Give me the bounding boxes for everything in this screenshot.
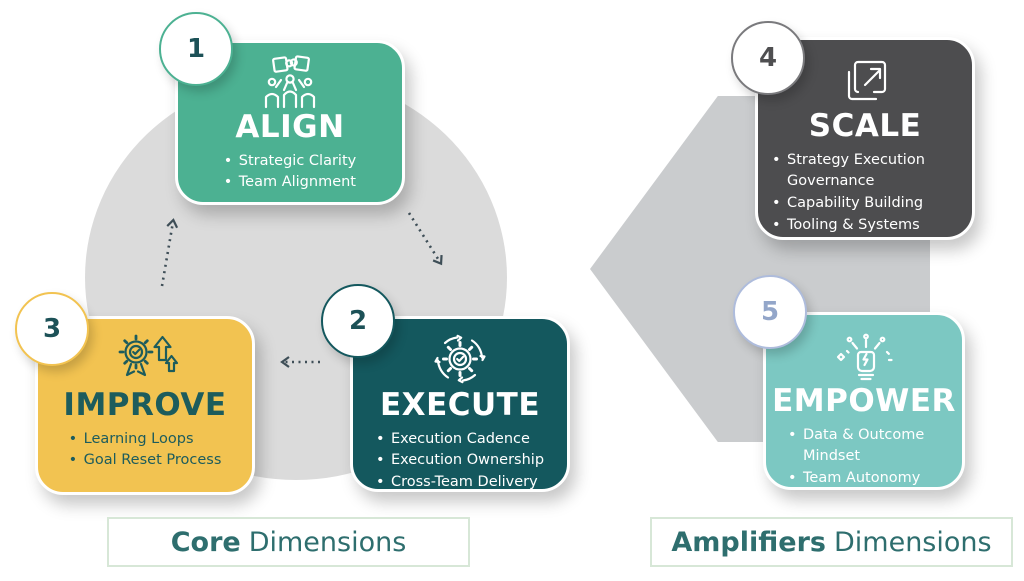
badge-number: 2	[348, 306, 368, 336]
card-empower-bullets: Data & Outcome Mindset Team Autonomy	[788, 425, 940, 490]
badge-number: 3	[42, 314, 62, 344]
core-dimensions-label: Core Dimensions	[107, 517, 470, 567]
card-scale-bullets: Strategy Execution Governance Capability…	[772, 150, 958, 237]
card-execute-title: EXECUTE	[380, 387, 540, 423]
bullet-item: Learning Loops	[69, 429, 222, 451]
core-label-bold: Core	[170, 526, 241, 558]
card-align-bullets: Strategic Clarity Team Alignment	[224, 151, 356, 195]
bullet-item: Team Alignment	[224, 172, 356, 194]
bullet-item: Execution Ownership	[376, 450, 544, 472]
badge-number: 5	[760, 297, 780, 327]
badge-step-1: 1	[159, 12, 233, 86]
card-execute-bullets: Execution Cadence Execution Ownership Cr…	[376, 429, 544, 494]
card-empower: EMPOWER Data & Outcome Mindset Team Auto…	[763, 312, 965, 490]
card-improve-bullets: Learning Loops Goal Reset Process	[69, 429, 222, 473]
gear-cycle-icon	[431, 331, 489, 387]
expand-squares-icon	[838, 52, 892, 108]
amplifiers-label-bold: Amplifiers	[671, 526, 826, 558]
card-align-title: ALIGN	[235, 109, 345, 145]
badge-step-3: 3	[15, 292, 89, 366]
badge-number: 1	[186, 34, 206, 64]
bullet-item: Capability Building	[772, 193, 958, 215]
bullet-item: Strategy Execution Governance	[772, 150, 958, 194]
badge-number: 4	[758, 43, 778, 73]
bullet-item: Execution Cadence	[376, 429, 544, 451]
core-label-rest: Dimensions	[248, 526, 407, 558]
card-improve: IMPROVE Learning Loops Goal Reset Proces…	[35, 316, 255, 495]
badge-step-2: 2	[321, 284, 395, 358]
bullet-item: Goal Reset Process	[69, 450, 222, 472]
team-puzzle-icon	[257, 55, 323, 109]
card-execute: EXECUTE Execution Cadence Execution Owne…	[350, 316, 570, 494]
amplifiers-label-rest: Dimensions	[833, 526, 992, 558]
badge-step-5: 5	[733, 275, 807, 349]
bullet-item: Cross-Team Delivery	[376, 472, 544, 494]
card-scale-title: SCALE	[808, 108, 922, 144]
amplifiers-dimensions-label: Amplifiers Dimensions	[650, 517, 1013, 567]
bullet-item: Team Autonomy	[788, 468, 940, 490]
raised-fist-icon	[832, 327, 896, 383]
badge-step-4: 4	[731, 21, 805, 95]
bullet-item: Strategic Clarity	[224, 151, 356, 173]
card-improve-title: IMPROVE	[63, 387, 227, 423]
bullet-item: Tooling & Systems	[772, 215, 958, 237]
badge-growth-icon	[111, 331, 179, 387]
card-empower-title: EMPOWER	[772, 383, 956, 419]
bullet-item: Data & Outcome Mindset	[788, 425, 940, 469]
